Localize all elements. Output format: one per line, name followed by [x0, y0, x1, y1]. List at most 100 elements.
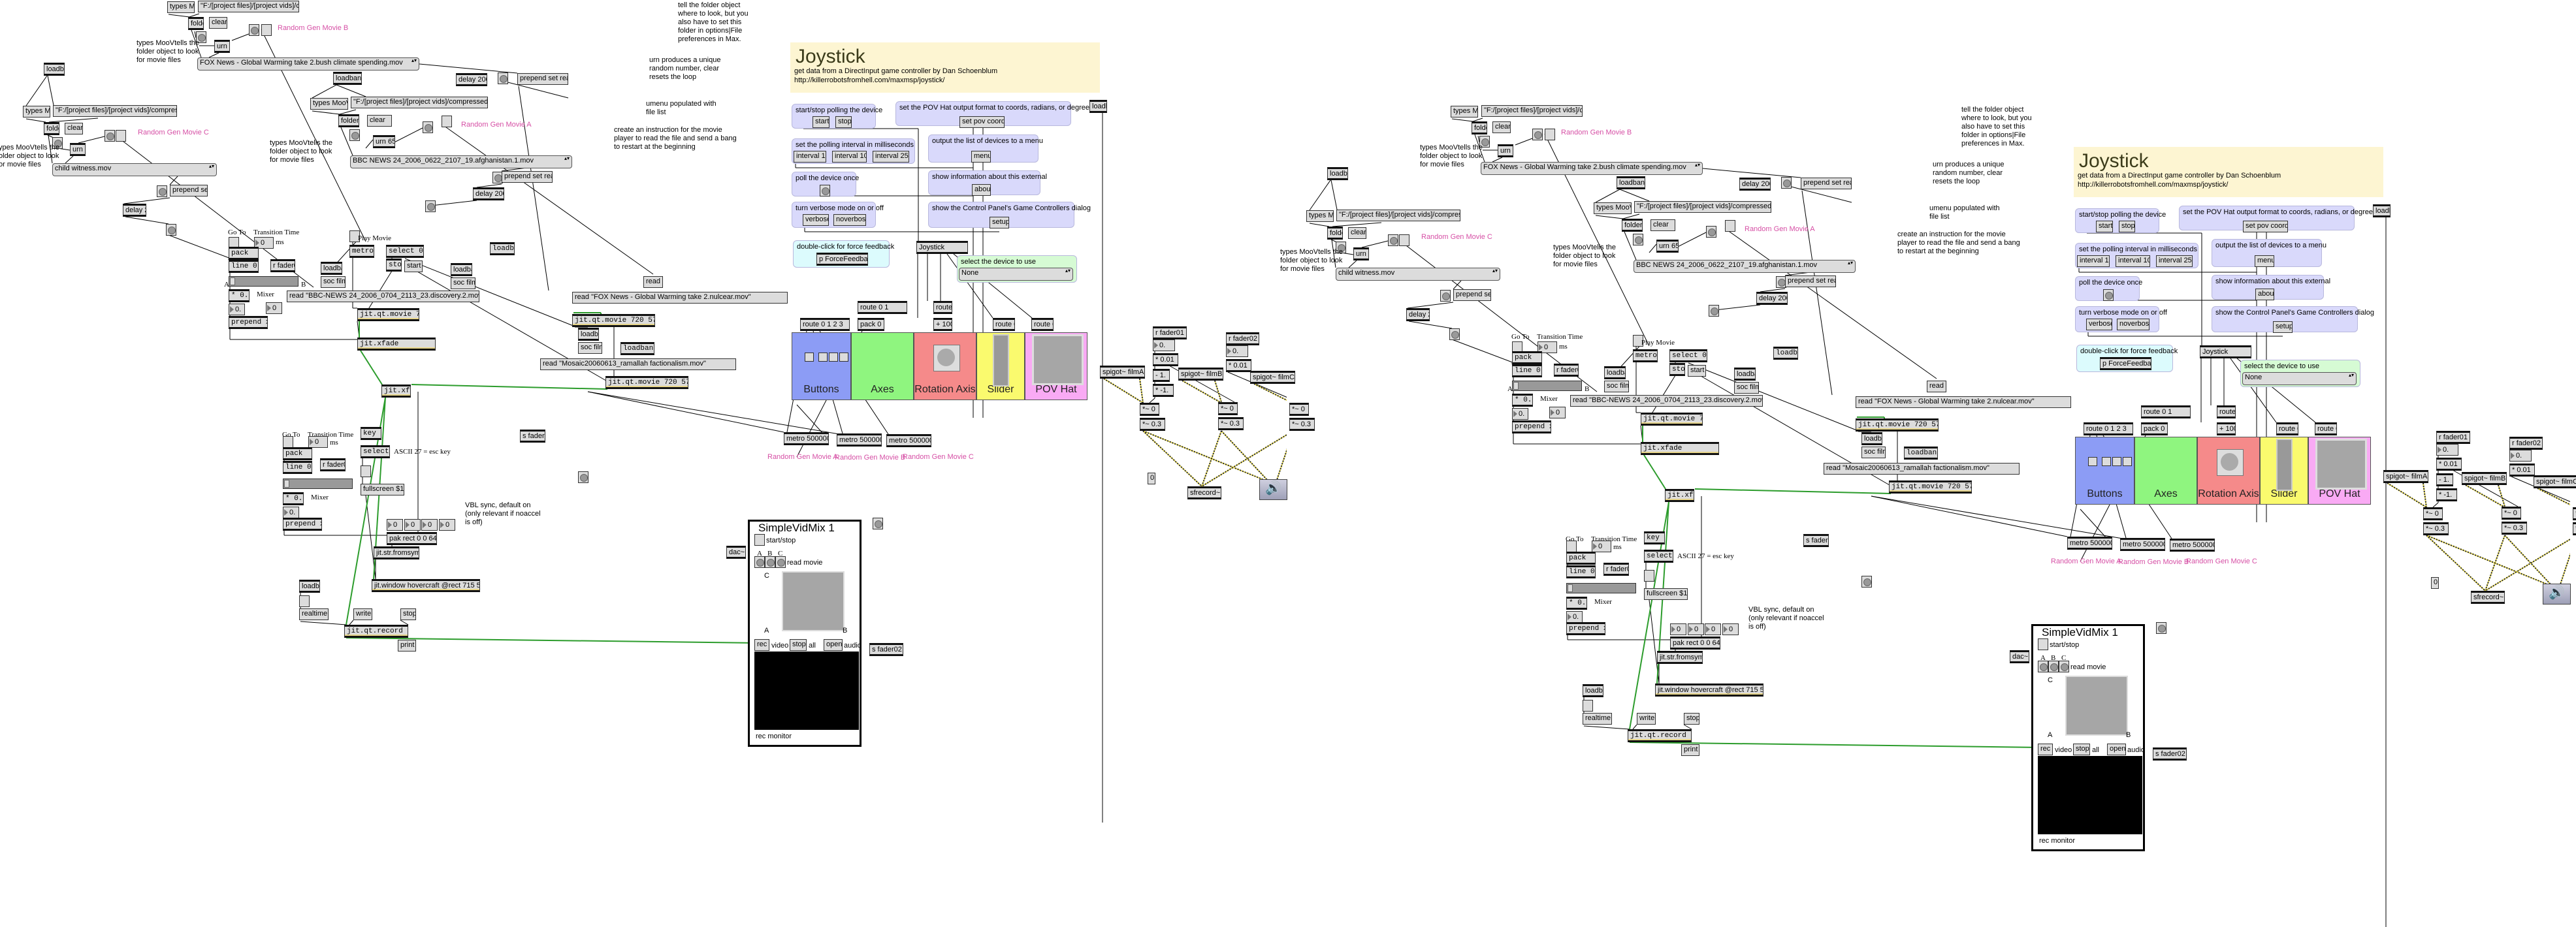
jit-window-object[interactable]: jit.window hovercraft @rect 715 50 1035 …: [372, 579, 480, 592]
folder-path-message[interactable]: "F:/[project files]/[project vids]/compr…: [1634, 201, 1771, 213]
stop-all-button[interactable]: stop: [2073, 744, 2090, 755]
delay-object[interactable]: delay 200: [473, 187, 504, 200]
mixer-output-number[interactable]: 0.: [229, 304, 245, 315]
subtract-object[interactable]: - 1.: [2436, 473, 2453, 486]
loadbang-object[interactable]: loadbang: [1583, 684, 1603, 697]
fullscreen-toggle[interactable]: [1644, 570, 1654, 582]
pov-hat-pad[interactable]: [2315, 439, 2367, 490]
loadbang-object[interactable]: loadbang: [490, 242, 515, 255]
play-movie-toggle[interactable]: [349, 230, 360, 242]
loadbang-object[interactable]: loadbang: [1734, 368, 1756, 381]
stop-message[interactable]: stop: [400, 608, 416, 620]
number-box[interactable]: 0: [1722, 623, 1739, 635]
read-movie-c-message[interactable]: read "Mosaic20060613_ramallah factionali…: [1824, 463, 2020, 475]
stop-message[interactable]: stop: [386, 259, 402, 272]
pack-object[interactable]: pack: [283, 447, 312, 460]
interval-10-button[interactable]: interval 10: [794, 151, 826, 163]
read-message[interactable]: read: [643, 276, 663, 288]
bang-button[interactable]: [873, 518, 883, 529]
bang-button[interactable]: [1479, 136, 1490, 148]
prepend-xfade-object[interactable]: prepend xfade: [1566, 622, 1605, 635]
negate-object[interactable]: * -1.: [1153, 384, 1174, 397]
multiply-object[interactable]: * 0.01: [283, 492, 304, 505]
fader02-number[interactable]: 0.: [1226, 345, 1248, 357]
fader01-number[interactable]: 0.: [1153, 339, 1175, 351]
number-message[interactable]: 0: [1148, 473, 1155, 484]
joystick-object[interactable]: Joystick: [916, 241, 968, 254]
prepend-set-read-message[interactable]: prepend set read: [502, 171, 553, 183]
subtract-object[interactable]: - 1.: [1153, 369, 1170, 382]
types-moov-message[interactable]: types MooV: [310, 98, 348, 110]
fullscreen-message[interactable]: fullscreen $1: [361, 484, 404, 495]
open-audio-button[interactable]: open: [824, 639, 843, 651]
select-object[interactable]: select 0 1: [1669, 349, 1707, 362]
loadbang-object[interactable]: loadbang: [44, 63, 65, 76]
bang-button[interactable]: [1861, 576, 1872, 588]
play-movie-toggle[interactable]: [1633, 335, 1643, 347]
jit-qt-record-object[interactable]: jit.qt.record 320 240: [1628, 729, 1692, 742]
loadbang-object[interactable]: loadbang: [1604, 366, 1626, 379]
loadbang-object[interactable]: loadbang: [1861, 432, 1882, 445]
read-message[interactable]: read: [1927, 381, 1946, 392]
select-27-object[interactable]: select 27: [361, 445, 390, 458]
write-message[interactable]: write: [1637, 713, 1656, 725]
signal-gain-object[interactable]: *~ 0.3: [2502, 522, 2527, 535]
signal-gain-object[interactable]: *~ 0: [2573, 507, 2576, 520]
receive-fader02[interactable]: r fader02: [2509, 437, 2543, 450]
menu-button[interactable]: menu: [971, 151, 991, 163]
signal-gain-object[interactable]: *~ 0: [2502, 507, 2521, 520]
urn-object[interactable]: urn 65: [373, 135, 395, 148]
movie-file-menu[interactable]: child witness.mov: [52, 163, 217, 176]
noverbose-button[interactable]: noverbose: [2117, 319, 2149, 330]
number-box[interactable]: 0: [421, 519, 438, 531]
metro-5000000-b[interactable]: metro 5000000: [837, 433, 882, 447]
select-27-object[interactable]: select 27: [1644, 550, 1673, 563]
loadbang-object[interactable]: loadbang: [333, 72, 362, 85]
p-forcefeedback-object[interactable]: p ForceFeedback: [816, 253, 868, 266]
bang-button[interactable]: [196, 31, 206, 43]
jit-str-fromsymbol-object[interactable]: jit.str.fromsymbol: [374, 546, 419, 559]
key-object[interactable]: key: [361, 427, 381, 440]
movie-file-menu[interactable]: FOX News - Global Warming take 2.bush cl…: [197, 57, 419, 71]
folder-object[interactable]: folder: [338, 114, 359, 127]
receive-fader01[interactable]: r fader01: [2436, 431, 2470, 444]
read-movie-a-message[interactable]: read "BBC-NEWS 24_2006_0704_2113_23.disc…: [287, 291, 479, 302]
interval-100-button[interactable]: interval 100: [832, 151, 867, 163]
movie-file-menu[interactable]: FOX News - Global Warming take 2.bush cl…: [1481, 162, 1703, 175]
open-audio-button[interactable]: open: [2107, 744, 2126, 755]
bang-button[interactable]: [578, 471, 588, 483]
pack-object[interactable]: pack: [1566, 552, 1596, 565]
crossfade-slider[interactable]: [229, 276, 298, 287]
receive-fader01[interactable]: r fader01: [1153, 326, 1187, 339]
send-fader02[interactable]: s fader02: [869, 643, 903, 656]
prepend-set-read-message[interactable]: prepend set read: [517, 73, 568, 85]
receive-fader02[interactable]: r fader02: [1603, 563, 1629, 576]
device-select-menu[interactable]: None: [959, 268, 1073, 281]
bang-button[interactable]: [1449, 328, 1460, 340]
about-button[interactable]: about: [972, 184, 991, 196]
loadbang-object[interactable]: loadbang: [1327, 167, 1348, 180]
folder-path-message[interactable]: "F:/[project files]/[project vids]/compr…: [198, 1, 299, 12]
start-message[interactable]: start: [1688, 365, 1706, 377]
vidmix-startstop-toggle[interactable]: [2038, 638, 2048, 650]
route-0123-object[interactable]: route 0 1 2 3: [800, 318, 850, 331]
signal-gain-object[interactable]: *~ 0.3: [2573, 522, 2576, 535]
bang-button[interactable]: [1532, 129, 1543, 140]
multiply-object[interactable]: * 0.01: [229, 289, 250, 302]
loadbang-object[interactable]: loadbang: [1773, 347, 1798, 360]
folder-path-message[interactable]: "F:/[project files]/[project vids]/compr…: [1336, 210, 1460, 221]
transition-time-number[interactable]: 0: [254, 237, 274, 249]
prepend-set-read-message[interactable]: prepend set read: [170, 185, 208, 196]
vertical-slider[interactable]: [993, 334, 1009, 386]
realtime-toggle[interactable]: [1583, 700, 1593, 712]
prepend-set-read-message[interactable]: prepend set read: [1785, 275, 1836, 287]
metro-5000000-a[interactable]: metro 5000000: [784, 432, 829, 445]
urn-object[interactable]: urn 36: [70, 143, 86, 156]
stop-message[interactable]: stop: [1684, 713, 1699, 725]
pov-hat-pad[interactable]: [1032, 334, 1084, 385]
route-0-object[interactable]: route 0: [993, 318, 1015, 331]
print-object[interactable]: print: [398, 640, 416, 652]
number-box[interactable]: 0: [1549, 407, 1566, 418]
setup-button[interactable]: setup: [2273, 321, 2293, 333]
types-moov-message[interactable]: types MooV: [1306, 210, 1334, 222]
